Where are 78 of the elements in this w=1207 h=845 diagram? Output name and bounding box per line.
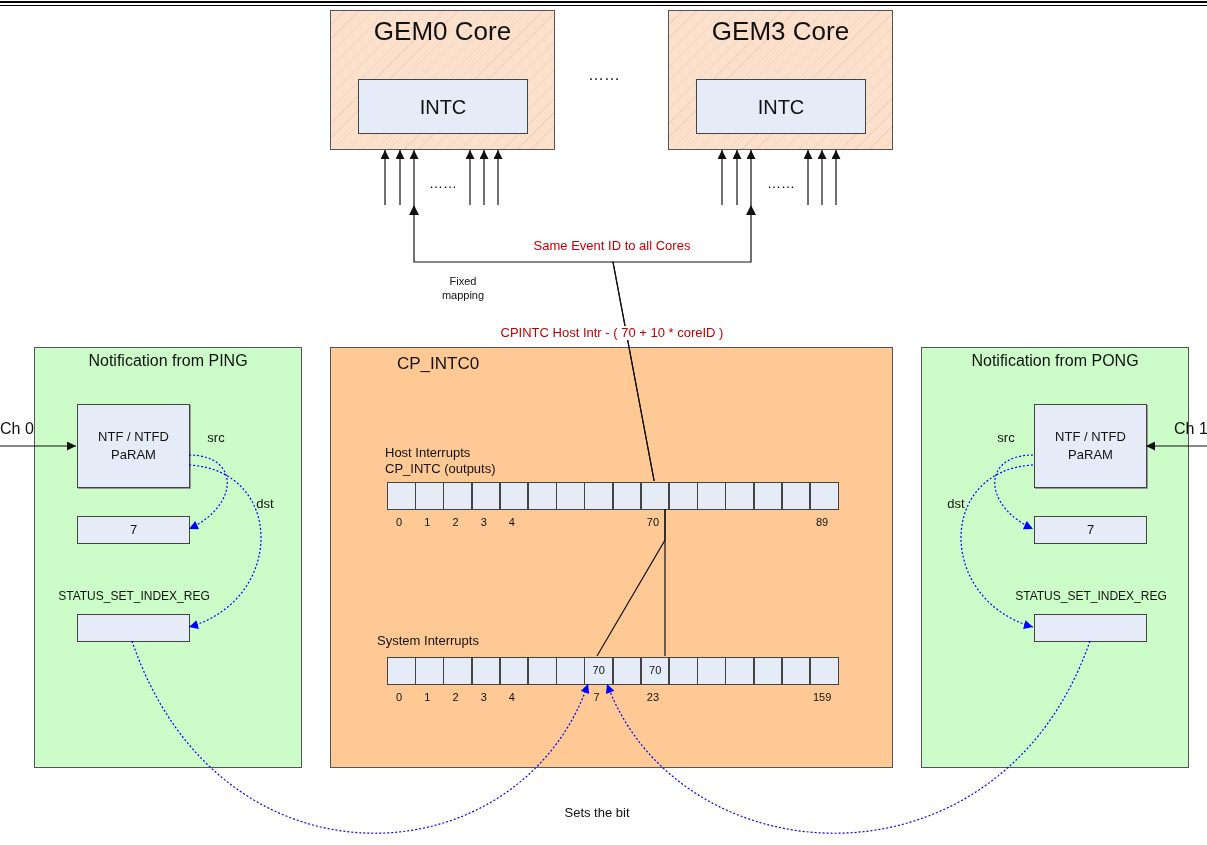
channel-label: Ch 0 — [0, 420, 33, 446]
register-box: 7 — [1034, 516, 1147, 544]
controller-box: INTC — [358, 79, 528, 134]
group-panel — [34, 347, 302, 768]
register-cell — [443, 657, 473, 685]
register-cell — [810, 482, 839, 510]
register-cell — [753, 482, 783, 510]
index-number: 7 — [593, 690, 600, 704]
register-cell — [781, 657, 811, 685]
register-cell — [669, 657, 698, 685]
ellipsis: …… — [429, 176, 457, 190]
register-cell — [528, 657, 557, 685]
register-cell — [443, 482, 473, 510]
index-number: 70 — [646, 515, 659, 529]
controller-box: INTC — [696, 79, 866, 134]
ellipsis: …… — [767, 176, 795, 190]
ellipsis: …… — [588, 68, 620, 82]
register-cell — [810, 657, 839, 685]
register-cell — [499, 657, 529, 685]
register-cell — [584, 482, 614, 510]
index-number: 3 — [480, 515, 487, 529]
register-cell — [528, 482, 557, 510]
register-cell — [725, 482, 755, 510]
register-cell: 70 — [640, 657, 670, 685]
core-block — [668, 10, 893, 150]
index-number: 2 — [452, 690, 459, 704]
panel-title: CP_INTC0 — [397, 353, 480, 375]
register-cell — [387, 657, 416, 685]
param-box: NTF / NTFD PaRAM — [77, 404, 190, 488]
panel-title: GEM0 Core — [372, 15, 513, 47]
register-label: STATUS_SET_INDEX_REG — [57, 588, 211, 605]
register-cell — [697, 482, 726, 510]
register-cell — [640, 482, 670, 510]
register-cell — [669, 482, 698, 510]
register-box: 7 — [77, 516, 190, 544]
register-label: STATUS_SET_INDEX_REG — [1014, 588, 1168, 605]
edge-label: src — [997, 431, 1015, 445]
register-cell — [556, 657, 585, 685]
controller-panel — [330, 347, 893, 768]
register-cell — [697, 657, 726, 685]
core-block — [330, 10, 555, 150]
register-cell: 70 — [584, 657, 614, 685]
register-cell — [612, 482, 642, 510]
register-cell — [471, 657, 501, 685]
annotation: Sets the bit — [564, 806, 630, 820]
index-number: 2 — [452, 515, 459, 529]
edge-label: Fixed mapping — [440, 274, 486, 302]
panel-title: Notification from PONG — [970, 351, 1140, 371]
row-heading: System Interrupts — [377, 634, 479, 648]
index-number: 3 — [480, 690, 487, 704]
register-cell — [725, 657, 755, 685]
edge-label: dst — [947, 497, 965, 511]
index-number: 4 — [508, 515, 515, 529]
register-cell — [781, 482, 811, 510]
index-number: 89 — [815, 515, 829, 529]
edge-label: dst — [256, 497, 274, 511]
register-cell — [471, 482, 501, 510]
index-number: 1 — [424, 690, 431, 704]
edge-label: Same Event ID to all Cores — [533, 239, 691, 253]
index-number: 0 — [396, 515, 403, 529]
register-cell — [556, 482, 585, 510]
annotation: CPINTC Host Intr - ( 70 + 10 * coreID ) — [498, 326, 726, 340]
register-cell — [415, 657, 444, 685]
edge-label: src — [207, 431, 225, 445]
index-number: 23 — [646, 690, 659, 704]
register-cell — [753, 657, 783, 685]
panel-title: Notification from PING — [87, 351, 249, 371]
register-cell — [415, 482, 444, 510]
row-heading: Host Interrupts CP_INTC (outputs) — [385, 445, 497, 477]
index-number: 4 — [508, 690, 515, 704]
index-number: 1 — [424, 515, 431, 529]
panel-title: GEM3 Core — [710, 15, 851, 47]
param-box: NTF / NTFD PaRAM — [1034, 404, 1147, 488]
index-number: 159 — [812, 690, 832, 704]
register-cell — [387, 482, 416, 510]
index-number: 0 — [396, 690, 403, 704]
register-cell — [499, 482, 529, 510]
register-cell — [612, 657, 642, 685]
